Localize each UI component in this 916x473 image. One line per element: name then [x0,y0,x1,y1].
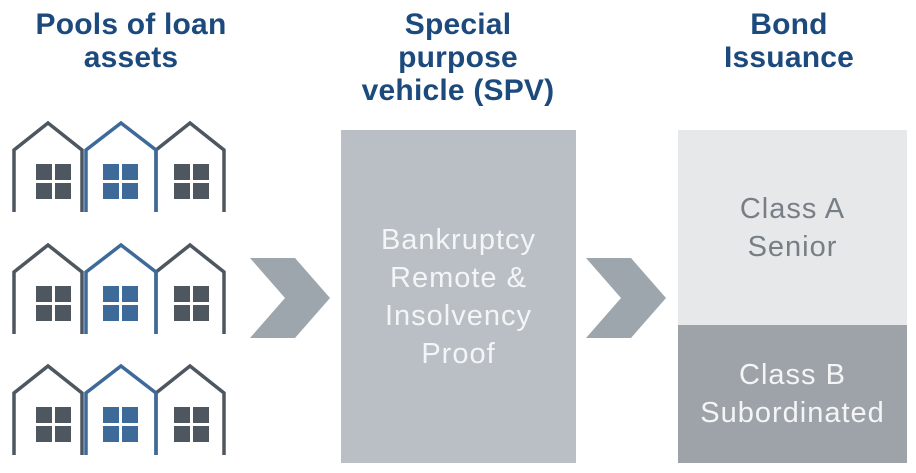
heading-line: purpose [398,41,518,74]
heading-line: vehicle (SPV) [361,74,555,107]
spv-text-line: Bankruptcy [380,223,537,256]
house-group-icon [10,363,235,455]
spv-text-line: Remote & [390,261,527,294]
spv-text-line: Insolvency [384,299,532,332]
house-group-icon [10,120,235,212]
spv-text-line: Proof [421,337,496,370]
class-text-line: Class A [739,192,846,225]
chevron-right-icon [586,258,666,338]
spv-box: Bankruptcy Remote & Insolvency Proof [341,130,576,463]
heading-line: Special [404,8,512,41]
heading-line: Bond [750,8,828,41]
house-group-icon [10,242,235,334]
bond-class-a-box: Class A Senior [678,130,907,325]
heading-special-purpose-vehicle: Special purpose vehicle (SPV) [320,8,596,107]
chevron-right-icon [250,258,330,338]
heading-pools-of-loan-assets: Pools of loan assets [0,8,262,74]
class-text-line: Subordinated [700,397,885,429]
heading-bond-issuance: Bond Issuance [678,8,900,74]
class-text-line: Class B [739,359,846,391]
heading-line: Pools of loan [35,8,227,41]
heading-line: Issuance [723,41,854,74]
class-text-line: Senior [747,230,838,263]
bond-class-b-box: Class B Subordinated [678,325,907,463]
heading-line: assets [83,41,179,74]
